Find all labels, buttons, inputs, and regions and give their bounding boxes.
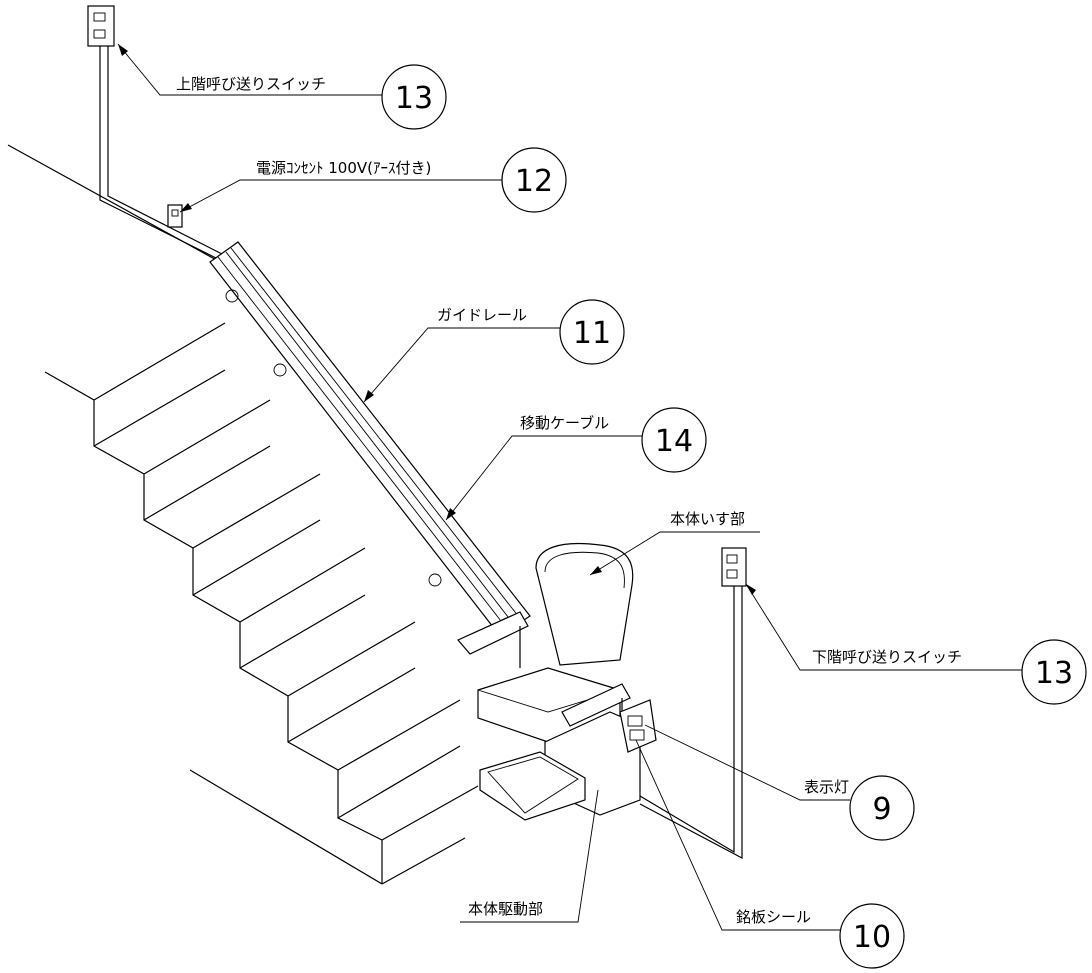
- downstairs-switch-number: 13: [1035, 656, 1073, 691]
- power-outlet-label: 電源ｺﾝｾﾝﾄ 100V(ｱｰｽ付き): [256, 159, 431, 177]
- callout-drive-unit: 本体駆動部: [460, 789, 599, 923]
- callout-power-outlet: 電源ｺﾝｾﾝﾄ 100V(ｱｰｽ付き) 12: [179, 147, 567, 213]
- indicator-light-number: 9: [872, 792, 891, 827]
- callout-moving-cable: 移動ケーブル 14: [445, 407, 707, 521]
- indicator-light-label: 表示灯: [804, 778, 849, 796]
- upper-switch-drawing: [87, 5, 223, 259]
- drive-unit-label: 本体駆動部: [468, 900, 543, 918]
- callout-seat-unit: 本体いす部: [589, 510, 760, 576]
- upstairs-switch-number: 13: [395, 81, 433, 116]
- callout-downstairs-switch: 下階呼び送りスイッチ 13: [745, 583, 1087, 705]
- downstairs-switch-label: 下階呼び送りスイッチ: [812, 648, 962, 666]
- callout-guide-rail: ガイドレール 11: [363, 299, 625, 403]
- seat-unit-label: 本体いす部: [670, 510, 745, 528]
- callout-nameplate-seal: 銘板シール 10: [635, 739, 905, 969]
- upstairs-switch-label: 上階呼び送りスイッチ: [176, 75, 326, 93]
- nameplate-seal-number: 10: [853, 920, 891, 955]
- callout-upstairs-switch: 上階呼び送りスイッチ 13: [117, 43, 447, 130]
- callout-indicator-light: 表示灯 9: [644, 724, 915, 841]
- power-outlet-number: 12: [515, 164, 553, 199]
- chair-drawing: [457, 542, 657, 821]
- guide-rail-label: ガイドレール: [437, 306, 527, 324]
- moving-cable-label: 移動ケーブル: [520, 414, 609, 432]
- lower-switch-drawing: [639, 547, 747, 859]
- staircase: [7, 144, 479, 885]
- moving-cable-number: 14: [655, 424, 693, 459]
- nameplate-seal-label: 銘板シール: [736, 908, 811, 926]
- guide-rail-drawing: [209, 241, 531, 637]
- guide-rail-number: 11: [573, 316, 611, 351]
